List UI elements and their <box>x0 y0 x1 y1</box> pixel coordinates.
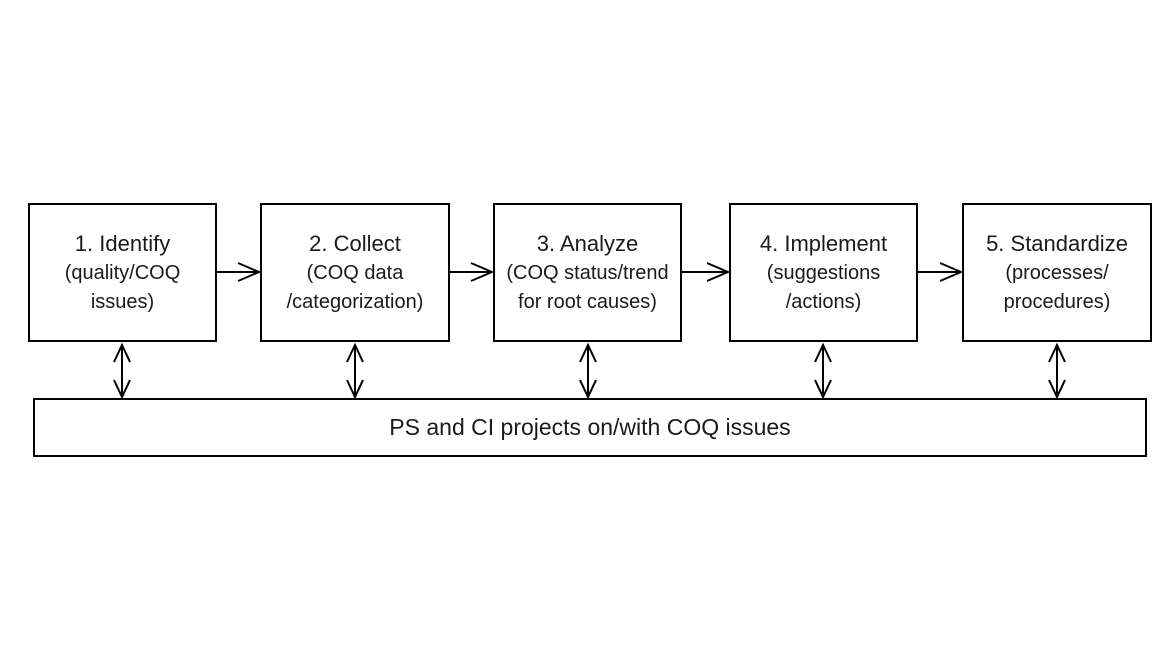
process-step-box-analyze: 3. Analyze (COQ status/trend for root ca… <box>493 203 682 342</box>
link-arrow-standardize <box>1048 342 1066 400</box>
step-subtitle-line: /categorization) <box>286 291 424 313</box>
step-title: 1. Identify <box>74 231 171 256</box>
step-subtitle-line: (quality/COQ <box>64 262 181 284</box>
step-subtitle-line: (COQ data <box>306 262 404 284</box>
ps-ci-projects-label: PS and CI projects on/with COQ issues <box>389 414 791 440</box>
step-title: 3. Analyze <box>536 231 639 256</box>
step-subtitle-line: (COQ status/trend <box>506 262 669 284</box>
link-arrow-analyze <box>579 342 597 400</box>
step-subtitle-line: /actions) <box>785 291 862 313</box>
link-arrow-collect <box>346 342 364 400</box>
flow-arrow-1-to-2 <box>217 262 262 282</box>
flow-arrow-2-to-3 <box>450 262 495 282</box>
step-title: 4. Implement <box>759 231 888 256</box>
process-step-box-implement: 4. Implement (suggestions /actions) <box>729 203 918 342</box>
step-subtitle-line: procedures) <box>1003 291 1111 313</box>
step-subtitle-line: for root causes) <box>518 291 657 313</box>
process-step-box-identify: 1. Identify (quality/COQ issues) <box>28 203 217 342</box>
step-subtitle-line: (processes/ <box>1005 262 1109 284</box>
flow-arrow-3-to-4 <box>682 262 731 282</box>
process-step-box-standardize: 5. Standardize (processes/ procedures) <box>962 203 1152 342</box>
link-arrow-implement <box>814 342 832 400</box>
step-subtitle-line: issues) <box>90 291 155 313</box>
step-subtitle-line: (suggestions <box>766 262 881 284</box>
link-arrow-identify <box>113 342 131 400</box>
step-title: 5. Standardize <box>986 231 1128 256</box>
flow-arrow-4-to-5 <box>918 262 964 282</box>
ps-ci-projects-bar: PS and CI projects on/with COQ issues <box>33 398 1147 457</box>
step-title: 2. Collect <box>309 231 401 256</box>
process-step-box-collect: 2. Collect (COQ data /categorization) <box>260 203 450 342</box>
